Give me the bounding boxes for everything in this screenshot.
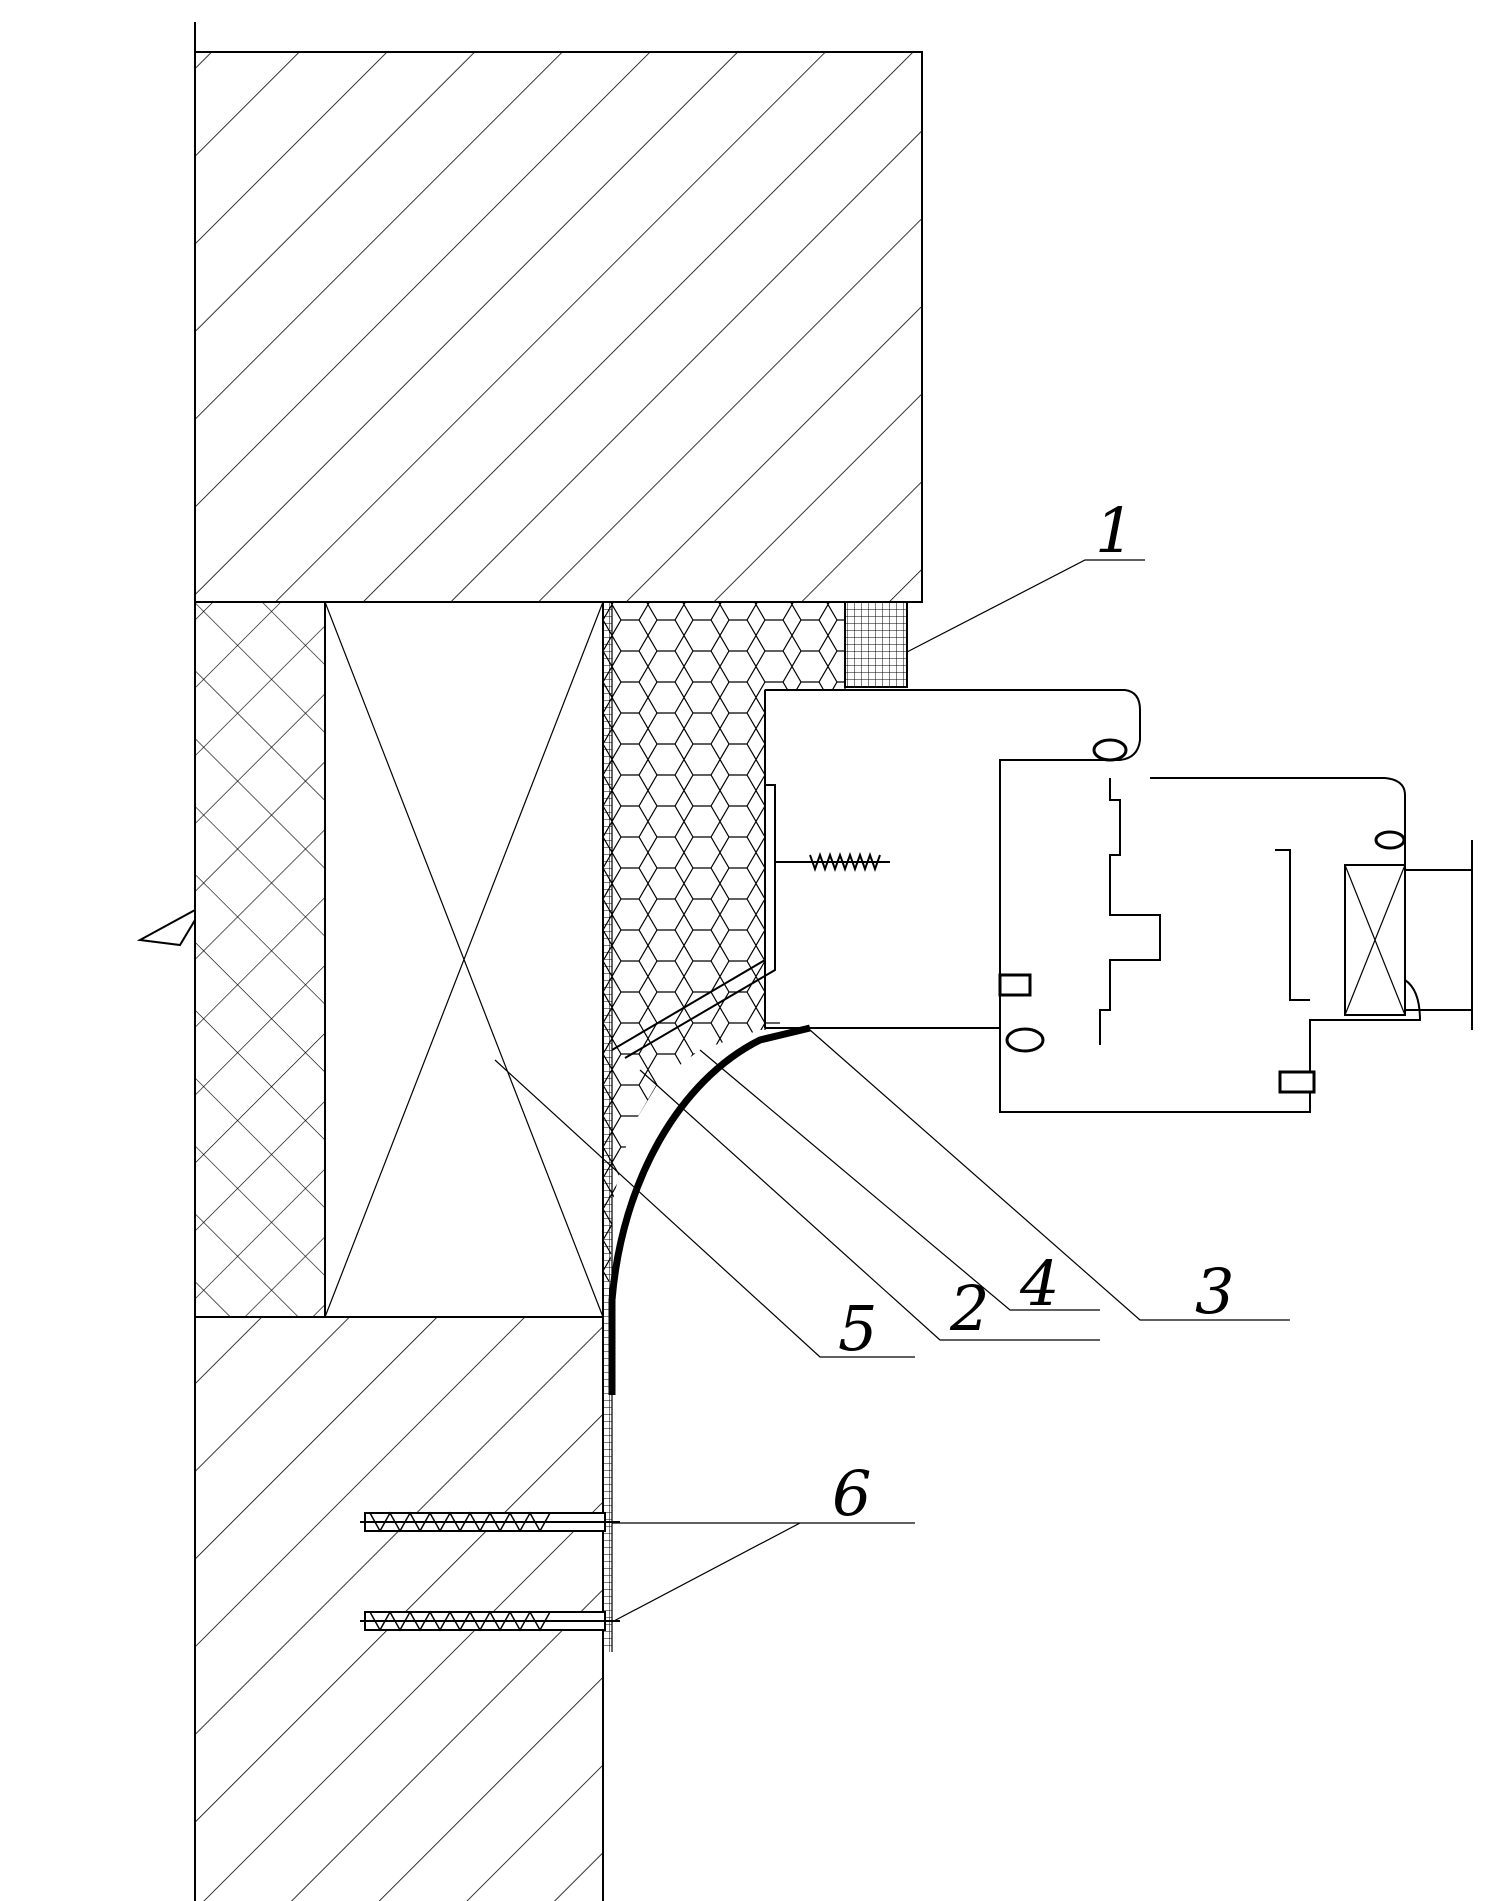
callout-4: 4 <box>1019 1247 1059 1320</box>
crosshatch-insulation <box>194 601 326 1318</box>
callout-5: 5 <box>838 1292 877 1365</box>
frame-screw <box>775 852 890 872</box>
leader-lines <box>494 559 1290 1623</box>
window-frame <box>764 689 1473 1113</box>
vapor-membrane <box>602 602 613 1652</box>
anchor-dowel-upper <box>360 1511 620 1533</box>
steel-bracket <box>611 784 776 1059</box>
gaskets <box>998 738 1406 1094</box>
callout-2: 2 <box>949 1272 989 1345</box>
upper-lintel <box>194 51 923 603</box>
callout-6: 6 <box>832 1457 871 1530</box>
anchor-dowel-lower <box>360 1610 620 1632</box>
break-mark <box>136 909 196 947</box>
callout-1: 1 <box>1095 494 1134 567</box>
sealing-tape <box>608 1024 811 1395</box>
timber-block <box>324 601 604 1318</box>
lower-wall <box>195 1316 604 1901</box>
mesh-seal <box>844 601 908 688</box>
callout-3: 3 <box>1195 1255 1234 1328</box>
